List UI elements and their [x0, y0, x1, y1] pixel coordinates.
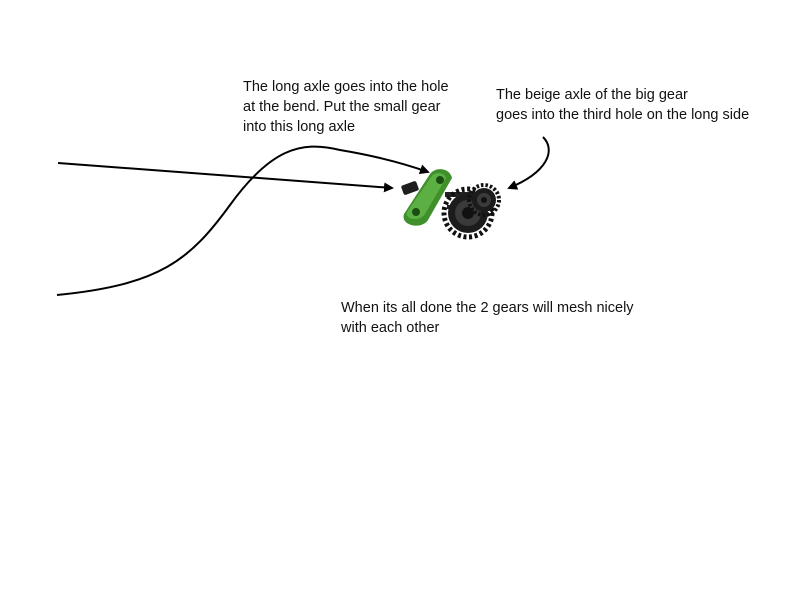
annotation-line: with each other — [341, 320, 440, 336]
axle-rod — [445, 192, 475, 197]
long-axle-line — [57, 162, 394, 193]
long-axle-annotation: The long axle goes into the hole at the … — [243, 77, 449, 137]
annotation-line: into this long axle — [243, 119, 356, 135]
small-gear — [467, 183, 501, 217]
axle-stub — [401, 181, 419, 195]
annotation-line: goes into the third hole on the long sid… — [496, 107, 750, 123]
beige-axle-annotation: The beige axle of the big gear goes into… — [496, 85, 749, 125]
long-axle-leader-curve — [56, 145, 430, 296]
green-beam — [403, 169, 452, 226]
annotation-line: The beige axle of the big gear — [496, 87, 688, 103]
annotation-line: When its all done the 2 gears will mesh … — [341, 300, 634, 316]
beige-axle-leader-arrow — [507, 136, 550, 190]
gear-assembly-icon — [401, 169, 501, 240]
gears-mesh-annotation: When its all done the 2 gears will mesh … — [341, 298, 634, 338]
annotation-line: The long axle goes into the hole — [243, 79, 449, 95]
annotation-line: at the bend. Put the small gear — [243, 99, 441, 115]
